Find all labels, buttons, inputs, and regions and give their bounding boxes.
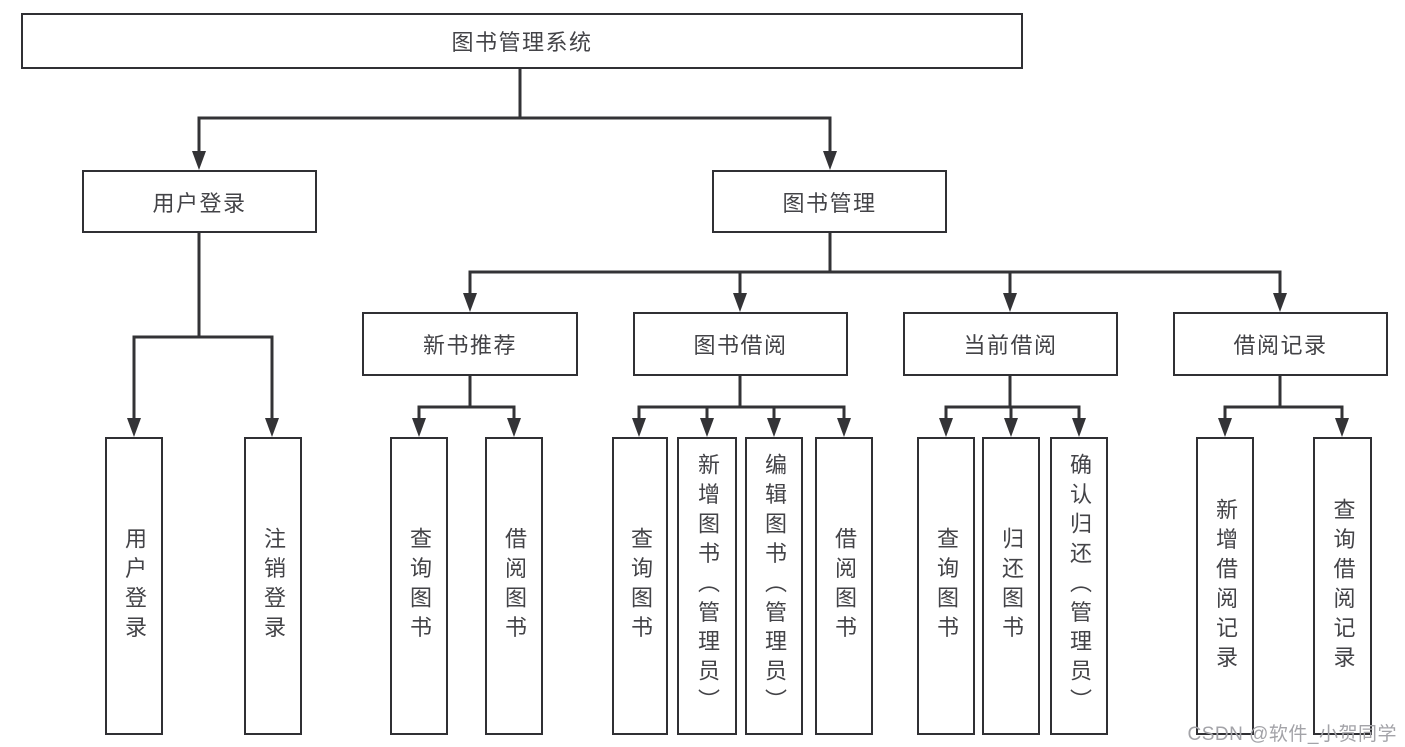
leaf-borrow-query: 查询图书 <box>612 437 668 735</box>
arrowhead <box>1003 293 1017 312</box>
leaf-confirm-return: 确认归还（管理员） <box>1050 437 1108 735</box>
node-library-system: 图书管理系统 <box>21 13 1023 69</box>
node-current-borrowing: 当前借阅 <box>903 312 1118 376</box>
node-label: 图书借阅 <box>693 333 788 358</box>
node-book-management: 图书管理 <box>712 170 947 233</box>
arrowhead <box>1218 418 1232 437</box>
arrowhead <box>700 418 714 437</box>
leaf-borrow-edit-book: 编辑图书（管理员） <box>745 437 803 735</box>
arrowhead <box>632 418 646 437</box>
leaf-newbook-borrow: 借阅图书 <box>485 437 543 735</box>
connector-borrow-records <box>1223 376 1344 419</box>
arrowhead <box>1072 418 1086 437</box>
node-label: 查询图书 <box>628 527 653 645</box>
connector-user-login <box>132 233 274 419</box>
node-label: 新书推荐 <box>422 333 517 358</box>
node-label: 图书管理 <box>782 190 877 216</box>
node-borrowing-records: 借阅记录 <box>1173 312 1388 376</box>
csdn-watermark: CSDN @软件_小贺同学 <box>1187 724 1397 745</box>
node-label: 查询借阅记录 <box>1330 497 1356 675</box>
arrowhead <box>1004 418 1018 437</box>
node-label: 编辑图书（管理员） <box>762 453 787 719</box>
arrowhead <box>767 418 781 437</box>
node-label: 新增借阅记录 <box>1213 497 1238 675</box>
leaf-current-query: 查询图书 <box>917 437 975 735</box>
arrowhead <box>733 293 747 312</box>
leaf-return-book: 归还图书 <box>982 437 1040 735</box>
arrowhead <box>192 151 206 170</box>
node-label: 确认归还（管理员） <box>1067 453 1092 719</box>
node-label: 借阅记录 <box>1233 333 1328 358</box>
node-label: 用户登录 <box>122 527 147 645</box>
leaf-borrow-book: 借阅图书 <box>815 437 873 735</box>
leaf-logout: 注销登录 <box>244 437 302 735</box>
connector-new-books <box>417 376 516 419</box>
arrowhead <box>507 418 521 437</box>
arrowhead <box>412 418 426 437</box>
node-book-borrowing: 图书借阅 <box>633 312 848 376</box>
node-label: 归还图书 <box>999 527 1024 645</box>
node-label: 借阅图书 <box>832 527 857 645</box>
leaf-add-borrow-record: 新增借阅记录 <box>1196 437 1254 735</box>
connector-current-borrow <box>944 376 1081 419</box>
node-label: 用户登录 <box>152 190 247 216</box>
arrowhead <box>265 418 279 437</box>
node-label: 借阅图书 <box>502 527 527 645</box>
arrowhead <box>823 151 837 170</box>
leaf-newbook-query: 查询图书 <box>390 437 448 735</box>
node-user-login-module: 用户登录 <box>82 170 317 233</box>
arrowhead <box>939 418 953 437</box>
arrowhead <box>127 418 141 437</box>
node-label: 新增图书（管理员） <box>695 453 720 719</box>
connector-root <box>197 69 832 153</box>
leaf-borrow-add-book: 新增图书（管理员） <box>677 437 737 735</box>
leaf-query-borrow-record: 查询借阅记录 <box>1313 437 1372 735</box>
leaf-user-login: 用户登录 <box>105 437 163 735</box>
connector-book-borrow <box>637 376 846 419</box>
node-new-book-recommend: 新书推荐 <box>362 312 578 376</box>
node-label: 查询图书 <box>407 527 432 645</box>
node-label: 查询图书 <box>934 527 959 645</box>
arrowhead <box>1273 293 1287 312</box>
node-label: 当前借阅 <box>963 333 1058 358</box>
arrowhead <box>837 418 851 437</box>
arrowhead <box>1335 418 1349 437</box>
connector-book-mgmt <box>468 233 1282 294</box>
arrowhead <box>463 293 477 312</box>
node-label: 注销登录 <box>261 527 286 645</box>
node-label: 图书管理系统 <box>451 30 593 55</box>
